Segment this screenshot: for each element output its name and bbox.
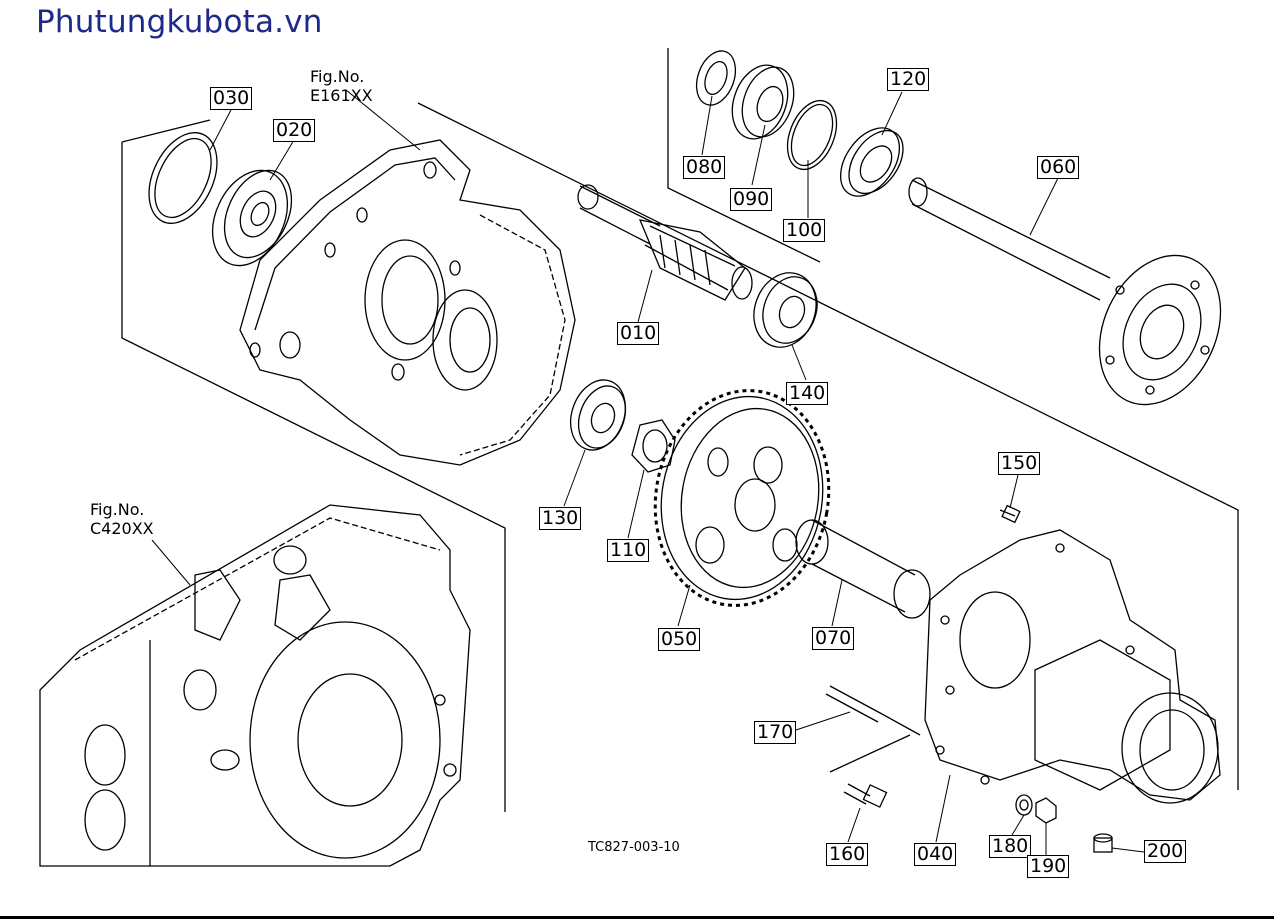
nut-110 — [631, 419, 676, 473]
oil-seal-120 — [839, 127, 904, 197]
part-label-170[interactable]: 170 — [754, 721, 797, 744]
axle-060 — [908, 177, 1222, 406]
figure-ref-c420xx: Fig.No. C420XX — [90, 500, 154, 538]
stud-170 — [825, 685, 921, 736]
part-label-140[interactable]: 140 — [786, 382, 829, 405]
washer-180 — [1015, 794, 1033, 816]
leader-lines — [151, 89, 1145, 855]
bolt-160 — [829, 734, 911, 808]
shaft-010 — [577, 184, 753, 301]
bearing-090 — [731, 64, 795, 140]
part-label-080[interactable]: 080 — [683, 156, 726, 179]
part-label-020[interactable]: 020 — [273, 119, 316, 142]
bearing-130 — [569, 379, 627, 451]
part-label-040[interactable]: 040 — [914, 843, 957, 866]
part-label-100[interactable]: 100 — [783, 219, 826, 242]
part-label-050[interactable]: 050 — [658, 628, 701, 651]
final-case-040 — [924, 529, 1221, 804]
part-label-120[interactable]: 120 — [887, 68, 930, 91]
part-label-180[interactable]: 180 — [989, 835, 1032, 858]
bottom-rule — [0, 916, 1274, 919]
drawing-code: TC827-003-10 — [588, 840, 680, 855]
assembly-frame-lines — [121, 48, 1239, 812]
snap-ring-100 — [786, 99, 838, 171]
figure-ref-label: Fig.No. — [90, 500, 145, 519]
part-label-110[interactable]: 110 — [607, 539, 650, 562]
part-label-200[interactable]: 200 — [1144, 840, 1187, 863]
part-label-070[interactable]: 070 — [812, 627, 855, 650]
bearing-140 — [753, 272, 818, 348]
snap-ring-030 — [148, 132, 218, 224]
figure-ref-label: Fig.No. — [310, 67, 365, 86]
part-label-160[interactable]: 160 — [826, 843, 869, 866]
transmission-case-c420xx — [39, 504, 471, 867]
bearing-020 — [211, 169, 293, 267]
seal-080 — [695, 50, 737, 106]
figure-ref-code: E161XX — [310, 86, 373, 105]
part-label-090[interactable]: 090 — [730, 188, 773, 211]
site-title: Phutungkubota.vn — [36, 4, 323, 40]
figure-ref-e161xx: Fig.No. E161XX — [310, 67, 373, 105]
housing-e161xx — [239, 139, 576, 466]
part-label-060[interactable]: 060 — [1037, 156, 1080, 179]
part-label-190[interactable]: 190 — [1027, 855, 1070, 878]
figure-ref-code: C420XX — [90, 519, 154, 538]
pipe-070 — [795, 519, 931, 619]
part-label-030[interactable]: 030 — [210, 87, 253, 110]
plug-200 — [1093, 833, 1113, 853]
part-label-150[interactable]: 150 — [998, 452, 1041, 475]
pin-150 — [999, 504, 1021, 524]
part-label-010[interactable]: 010 — [617, 322, 660, 345]
gear-050 — [653, 389, 831, 607]
nut-190 — [1035, 797, 1057, 824]
part-label-130[interactable]: 130 — [539, 507, 582, 530]
